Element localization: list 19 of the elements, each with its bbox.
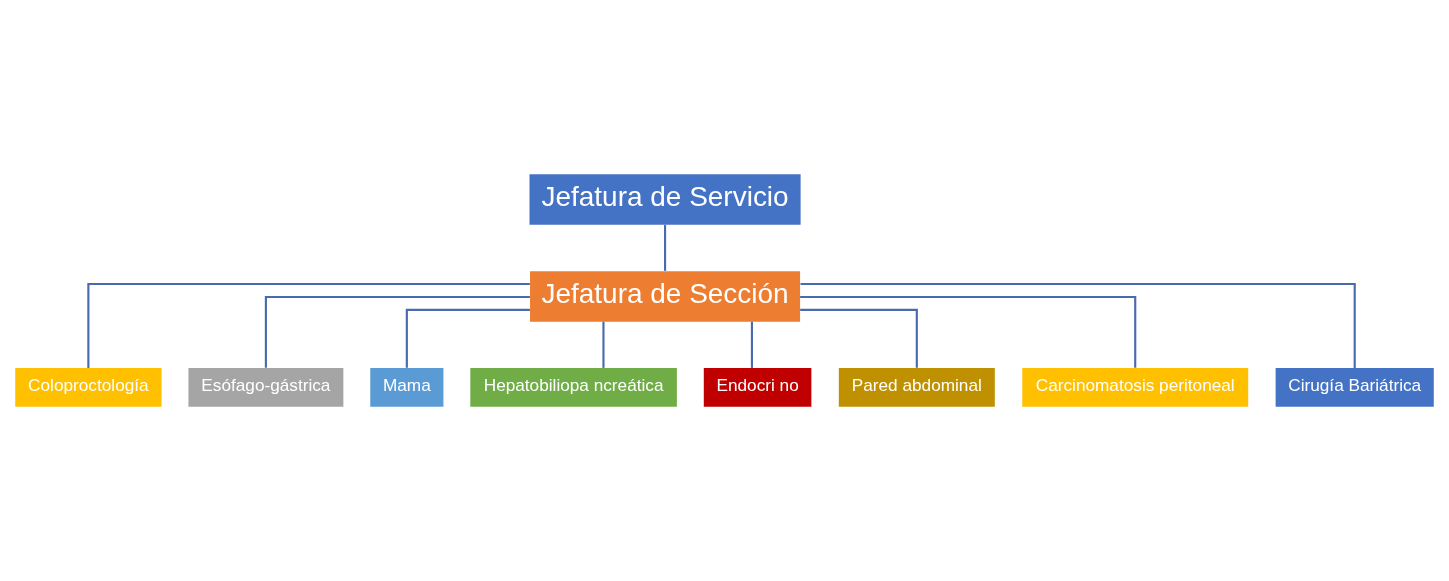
node-box: Jefatura de Sección bbox=[530, 271, 801, 322]
node-box: Mama bbox=[370, 367, 444, 407]
node-box: Carcinomatosis peritoneal bbox=[1022, 367, 1249, 407]
connector bbox=[264, 295, 530, 368]
connector bbox=[800, 295, 1137, 368]
connector bbox=[664, 225, 667, 271]
connector bbox=[87, 282, 530, 368]
connector bbox=[800, 308, 918, 368]
node-box: Endocri no bbox=[703, 367, 812, 407]
node-box: Cirugía Bariátrica bbox=[1275, 367, 1434, 407]
connector bbox=[405, 308, 530, 368]
node-box: Pared abdominal bbox=[838, 367, 995, 407]
node-box: Coloproctología bbox=[15, 367, 162, 407]
node-box: Hepatobiliopa ncreática bbox=[470, 367, 677, 407]
connector bbox=[800, 282, 1356, 368]
connector bbox=[750, 321, 753, 368]
node-box: Jefatura de Servicio bbox=[529, 174, 801, 225]
node-box: Esófago-gástrica bbox=[188, 367, 344, 407]
connector bbox=[602, 321, 605, 368]
